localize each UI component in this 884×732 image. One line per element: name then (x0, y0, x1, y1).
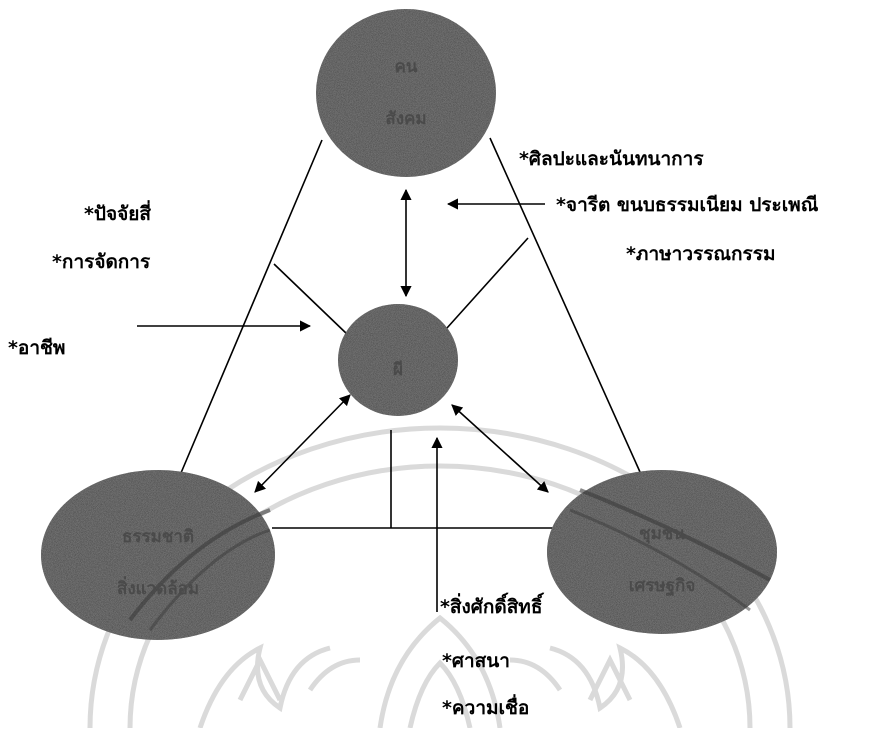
right-factor-arts-recreation: *ศิลปะและนันทนาการ (519, 148, 704, 170)
left-factor-basic-needs: *ปัจจัยสี่ (84, 203, 151, 225)
node-spirit: ผี (338, 304, 458, 416)
bottom-factor-religion: *ศาสนา (442, 650, 510, 672)
left-factor-occupation: *อาชีพ (8, 337, 66, 359)
node-bottom-right-label-2: เศรษฐกิจ (629, 576, 696, 597)
left-double-arrow (254, 394, 351, 493)
arrows (137, 188, 549, 612)
node-community-economy: ชุมชน เศรษฐกิจ (547, 470, 777, 634)
node-center-label: ผี (393, 359, 403, 380)
frame-lines (177, 137, 641, 529)
node-bottom-left-label-1: ธรรมชาติ (122, 527, 194, 547)
left-factor-management: *การจัดการ (52, 251, 151, 273)
node-top-label-1: คน (395, 57, 418, 77)
left-connector-line (273, 263, 349, 336)
right-edge-line (489, 137, 641, 473)
node-people-society: คน สังคม (316, 9, 496, 177)
bottom-factor-sacred-things: *สิ่งศักดิ์สิทธิ์ (440, 596, 543, 618)
right-double-arrow (451, 404, 549, 493)
right-connector-line (437, 237, 529, 339)
node-bottom-right-label-1: ชุมชน (639, 524, 685, 544)
node-bottom-left-label-2: สิ่งแวดล้อม (117, 576, 199, 599)
node-center-ellipse (338, 304, 458, 416)
right-factor-customs-traditions: *จารีต ขนบธรรมเนียม ประเพณี (556, 194, 819, 216)
node-bottom-left-ellipse (41, 470, 275, 640)
node-top-ellipse (316, 9, 496, 177)
left-edge-line (177, 139, 323, 481)
right-factor-language-literature: *ภาษาวรรณกรรม (626, 243, 776, 265)
node-top-label-2: สังคม (385, 109, 426, 129)
node-nature-environment: ธรรมชาติ สิ่งแวดล้อม (41, 470, 275, 640)
bottom-factor-belief: *ความเชื่อ (442, 697, 530, 719)
